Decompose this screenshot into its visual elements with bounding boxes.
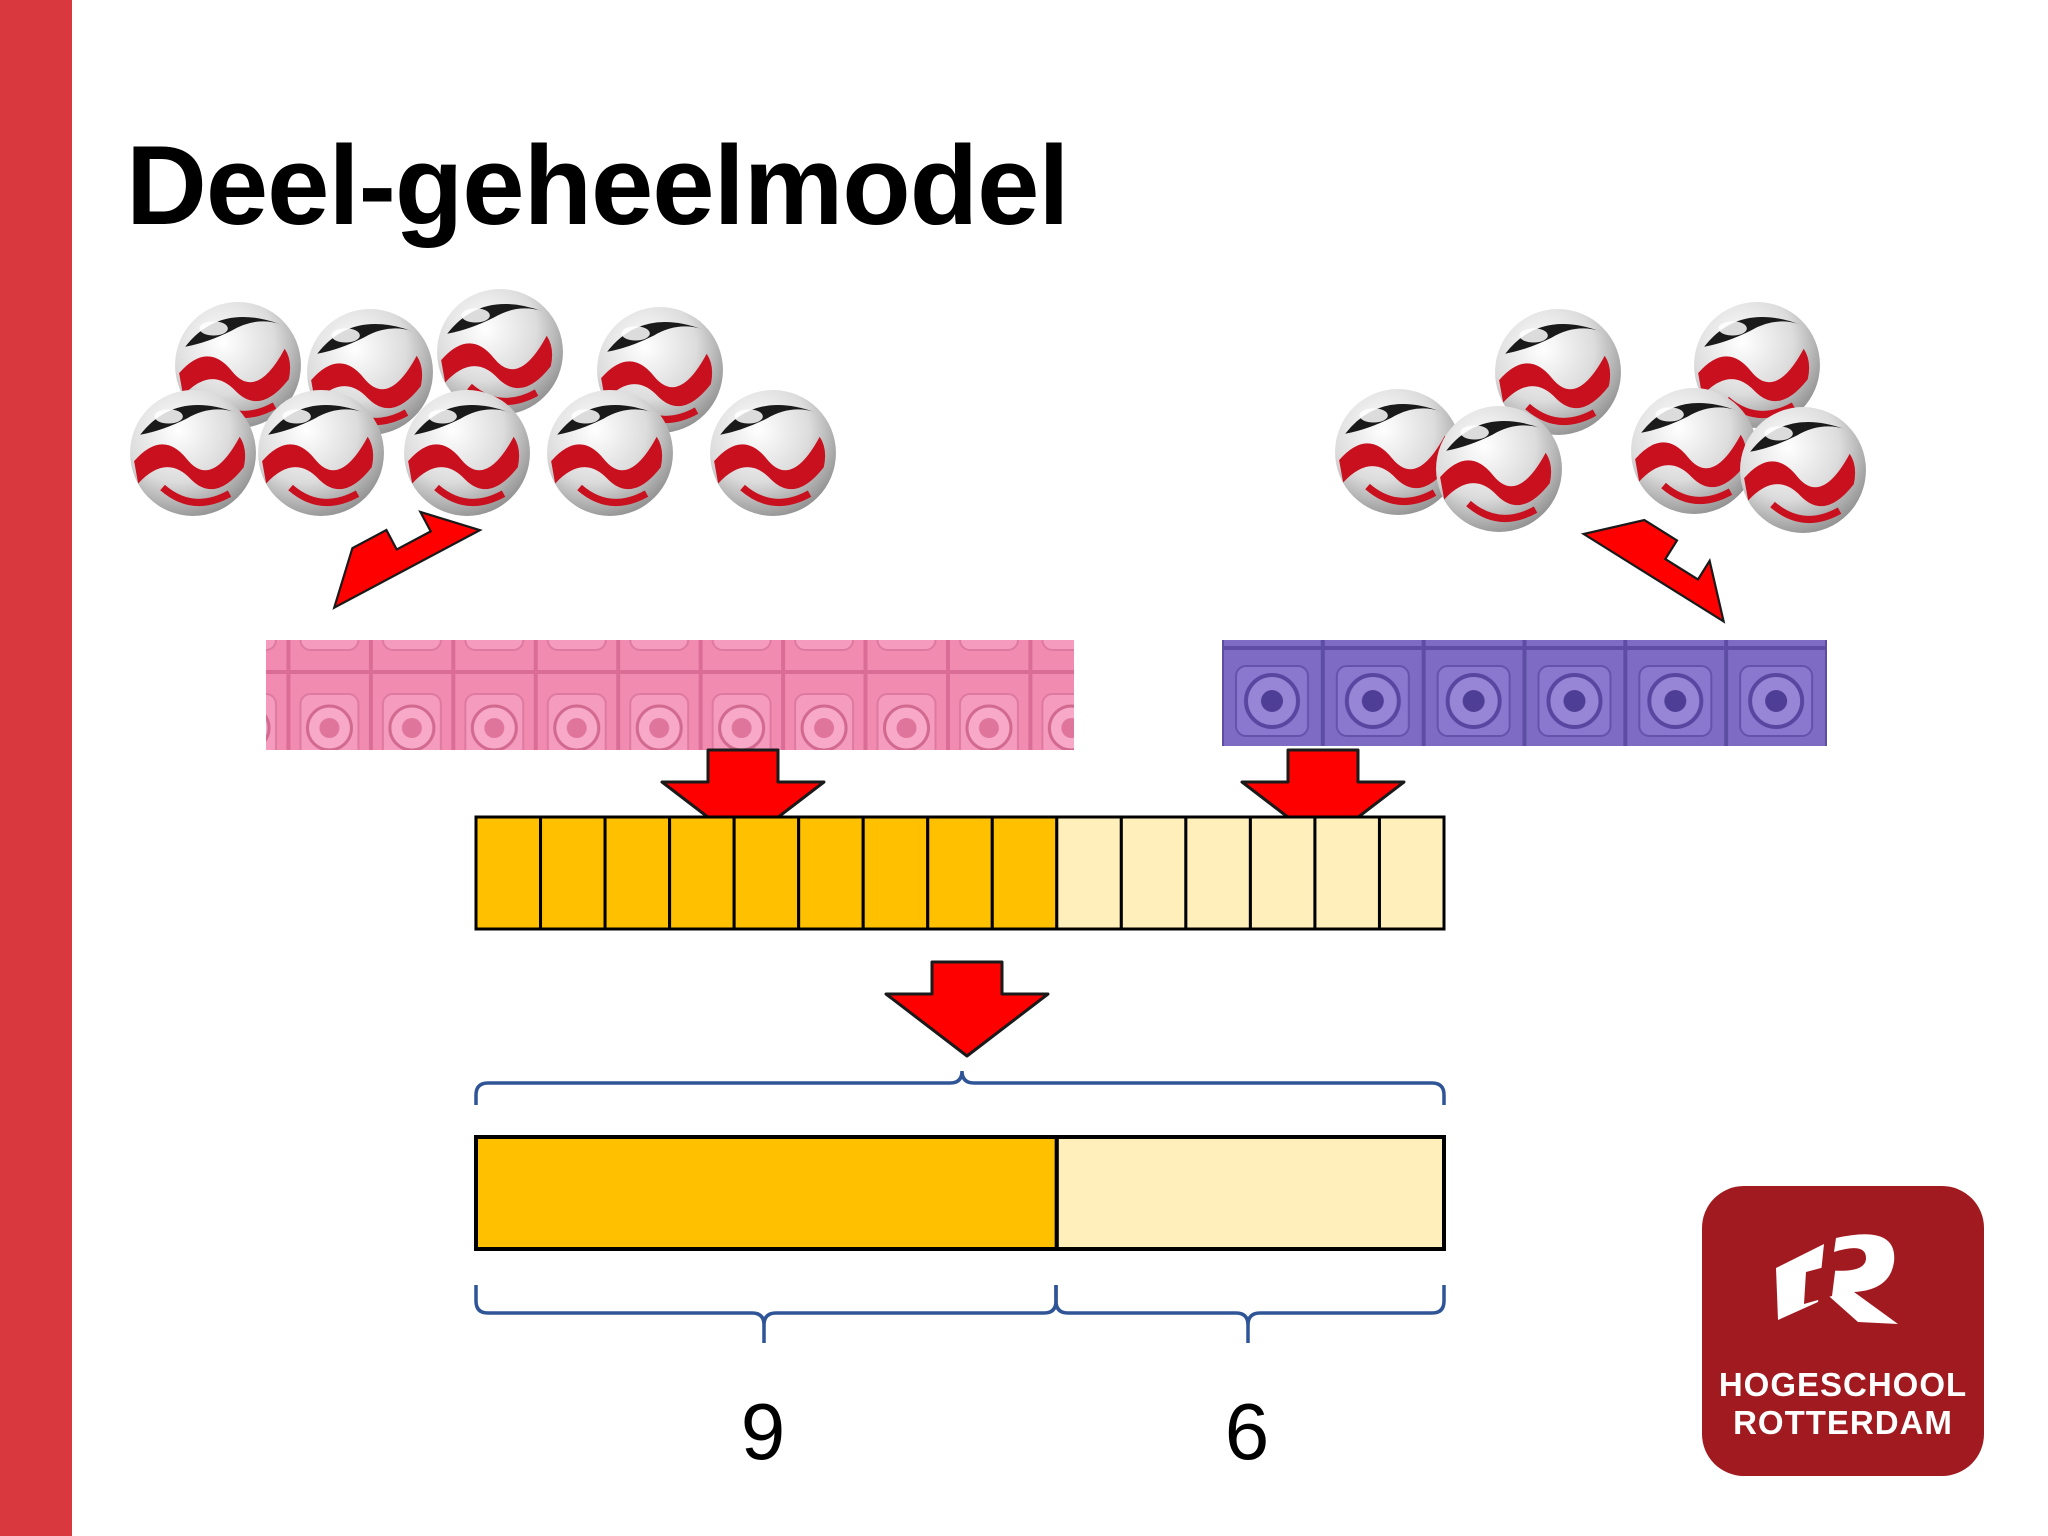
marble-icon [404, 390, 530, 516]
strip-cell-dark [797, 815, 865, 931]
strip-cell-dark [474, 815, 543, 931]
strip-cell-dark [861, 815, 930, 931]
bar-part-light [1054, 1135, 1447, 1251]
marble-group-left [130, 289, 836, 516]
marble-icon [258, 390, 384, 516]
marble-icon [547, 390, 673, 516]
strip-cell-dark [732, 815, 801, 931]
strip-cell-light [1184, 815, 1252, 931]
pink-cube-row [266, 640, 1074, 750]
marble-icon [1436, 406, 1562, 532]
marble-group-right [1335, 302, 1866, 533]
whole-brace [474, 1070, 1446, 1105]
marble-icon [130, 390, 256, 516]
unit-strip [474, 815, 1446, 931]
marble-icon [1740, 407, 1866, 533]
strip-cell-light [1248, 815, 1317, 931]
strip-cell-light [1377, 815, 1446, 931]
arrow-down-icon [884, 960, 1050, 1058]
part-label-left: 9 [740, 1387, 786, 1476]
strip-cell-dark [539, 815, 607, 931]
bar-part-dark [474, 1135, 1059, 1251]
part-label-right: 6 [1224, 1387, 1270, 1476]
part-whole-bar [474, 1135, 1447, 1251]
logo-text-line2: ROTTERDAM [1733, 1404, 1953, 1441]
marble-icon [1631, 388, 1757, 514]
strip-cell-light [1119, 815, 1188, 931]
purple-cube-row [1222, 640, 1827, 746]
hogeschool-rotterdam-logo: HOGESCHOOL ROTTERDAM [1702, 1186, 1984, 1476]
part-brace-right [1054, 1285, 1446, 1343]
accent-bar [0, 0, 72, 1536]
strip-cell-dark [603, 815, 672, 931]
logo-text-line1: HOGESCHOOL [1718, 1366, 1968, 1403]
strip-cell-dark [990, 815, 1059, 931]
strip-cell-dark [668, 815, 736, 931]
part-brace-left [474, 1285, 1058, 1343]
marble-icon [710, 390, 836, 516]
strip-cell-light [1313, 815, 1381, 931]
hr-logo-mark [1776, 1234, 1898, 1324]
strip-cell-light [1055, 815, 1123, 931]
arrow-down-icon [332, 510, 483, 610]
slide-title: Deel-geheelmodel [126, 123, 1070, 248]
strip-cell-dark [926, 815, 994, 931]
arrow-down-icon [1580, 518, 1726, 624]
